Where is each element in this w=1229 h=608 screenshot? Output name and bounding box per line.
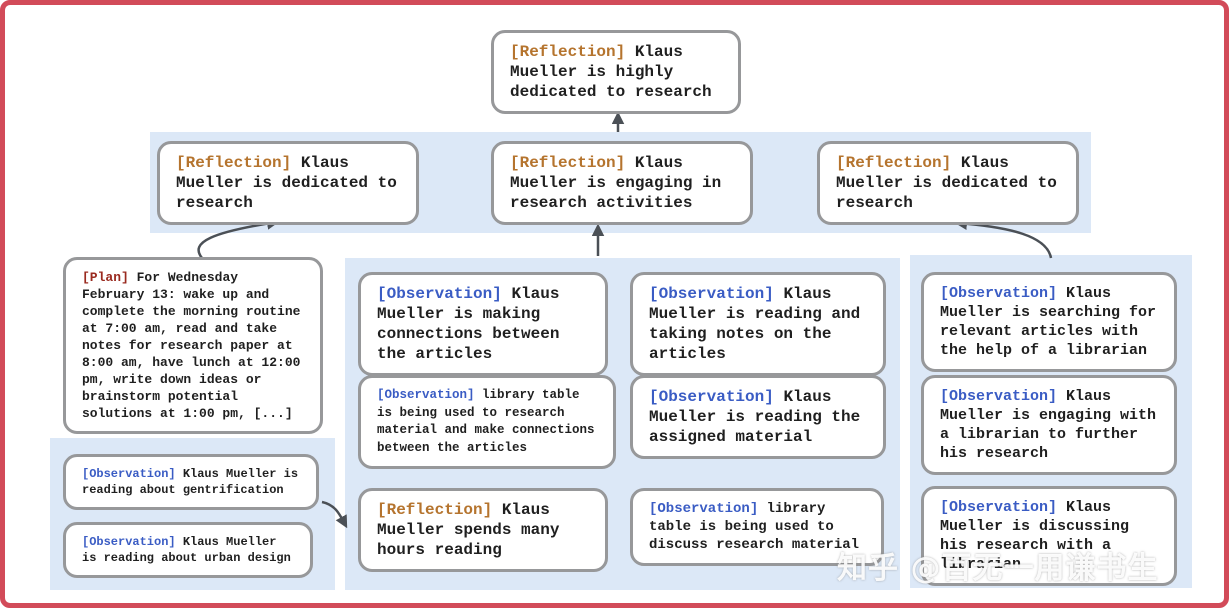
node-observation-library-research: [Observation] library table is being use… (358, 375, 616, 469)
observation-tag: [Observation] (82, 467, 176, 481)
node-reflection-engaging: [Reflection] Klaus Mueller is engaging i… (491, 141, 753, 225)
node-observation-making-connections: [Observation] Klaus Mueller is making co… (358, 272, 608, 376)
reflection-tag: [Reflection] (377, 501, 493, 519)
node-text: Klaus Mueller is reading and taking note… (649, 285, 861, 363)
observation-tag: [Observation] (649, 388, 774, 406)
node-observation-discussing-research: [Observation] Klaus Mueller is discussin… (921, 486, 1177, 586)
node-text: Klaus Mueller is dedicated to research (176, 154, 397, 212)
node-text: Klaus Mueller is reading about gentrific… (82, 467, 299, 497)
node-observation-assigned-material: [Observation] Klaus Mueller is reading t… (630, 375, 886, 459)
node-observation-taking-notes: [Observation] Klaus Mueller is reading a… (630, 272, 886, 376)
watermark: 知乎 @百无一用谦书生 (837, 551, 1159, 586)
node-text: Klaus Mueller is engaging with a librari… (940, 388, 1157, 462)
observation-tag: [Observation] (940, 388, 1058, 405)
node-text: Klaus Mueller is reading the assigned ma… (649, 388, 861, 446)
node-observation-library-discuss: [Observation] library table is being use… (630, 488, 884, 566)
node-observation-engaging-librarian: [Observation] Klaus Mueller is engaging … (921, 375, 1177, 475)
observation-tag: [Observation] (940, 285, 1058, 302)
plan-tag: [Plan] (82, 270, 129, 285)
node-text: library table is being used to research … (377, 388, 595, 455)
reflection-tag: [Reflection] (176, 154, 292, 172)
node-text: library table is being used to discuss r… (649, 501, 860, 553)
reflection-tag: [Reflection] (836, 154, 952, 172)
node-reflection-hours-reading: [Reflection] Klaus Mueller spends many h… (358, 488, 608, 572)
node-text: Klaus Mueller is making connections betw… (377, 285, 560, 363)
observation-tag: [Observation] (377, 388, 475, 402)
node-observation-gentrification: [Observation] Klaus Mueller is reading a… (63, 454, 319, 510)
observation-tag: [Observation] (940, 499, 1058, 516)
node-text: Klaus Mueller is highly dedicated to res… (510, 43, 712, 101)
observation-tag: [Observation] (377, 285, 502, 303)
node-text: Klaus Mueller is reading about urban des… (82, 535, 291, 565)
observation-tag: [Observation] (82, 535, 176, 549)
node-text: Klaus Mueller spends many hours reading (377, 501, 560, 559)
node-text: Klaus Mueller is discussing his research… (940, 499, 1130, 573)
node-text: Klaus Mueller is engaging in research ac… (510, 154, 722, 212)
node-observation-urban-design: [Observation] Klaus Mueller is reading a… (63, 522, 313, 578)
reflection-tag: [Reflection] (510, 154, 626, 172)
node-reflection-dedicated-2: [Reflection] Klaus Mueller is dedicated … (817, 141, 1079, 225)
node-reflection-dedicated-1: [Reflection] Klaus Mueller is dedicated … (157, 141, 419, 225)
node-text: Klaus Mueller is dedicated to research (836, 154, 1057, 212)
reflection-tag: [Reflection] (510, 43, 626, 61)
observation-tag: [Observation] (649, 501, 759, 517)
node-text: Klaus Mueller is searching for relevant … (940, 285, 1157, 359)
observation-tag: [Observation] (649, 285, 774, 303)
node-plan-wednesday: [Plan] For Wednesday February 13: wake u… (63, 257, 323, 434)
node-reflection-top: [Reflection] Klaus Mueller is highly ded… (491, 30, 741, 114)
node-text: For Wednesday February 13: wake up and c… (82, 270, 301, 421)
node-observation-searching-articles: [Observation] Klaus Mueller is searching… (921, 272, 1177, 372)
